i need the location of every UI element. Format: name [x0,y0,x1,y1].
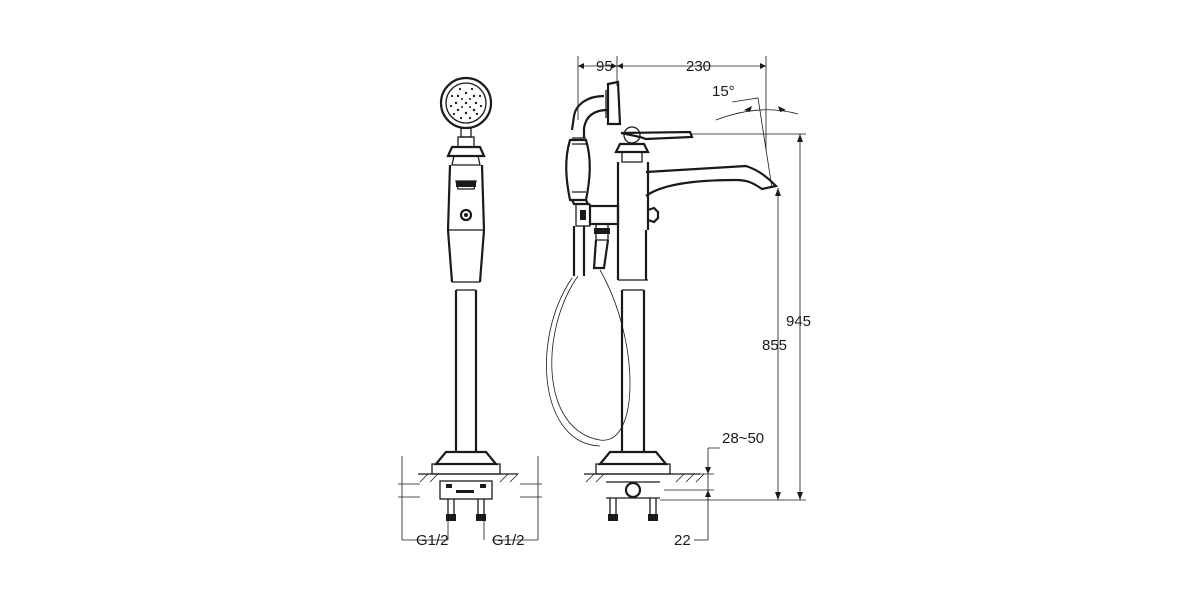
dim-spout-offset: 95 [596,58,613,75]
inlet-left-label: G1/2 [416,532,449,549]
dim-base-depth: 22 [674,532,691,549]
dim-floor-range: 28~50 [722,430,764,447]
dim-spout-height: 855 [762,337,787,354]
floor-hatch-front [419,473,519,483]
front-view: G1/2 G1/2 [398,76,542,549]
dim-spout-reach: 230 [686,58,711,75]
dim-total-height: 945 [786,313,811,330]
floor-hatch-side [585,473,705,483]
dim-spout-angle: 15° [712,83,735,100]
inlet-right-label: G1/2 [492,532,525,549]
shower-nozzles [449,87,483,120]
shower-head [439,76,493,130]
side-view: 95 230 15° 945 855 28~50 22 [546,56,811,549]
